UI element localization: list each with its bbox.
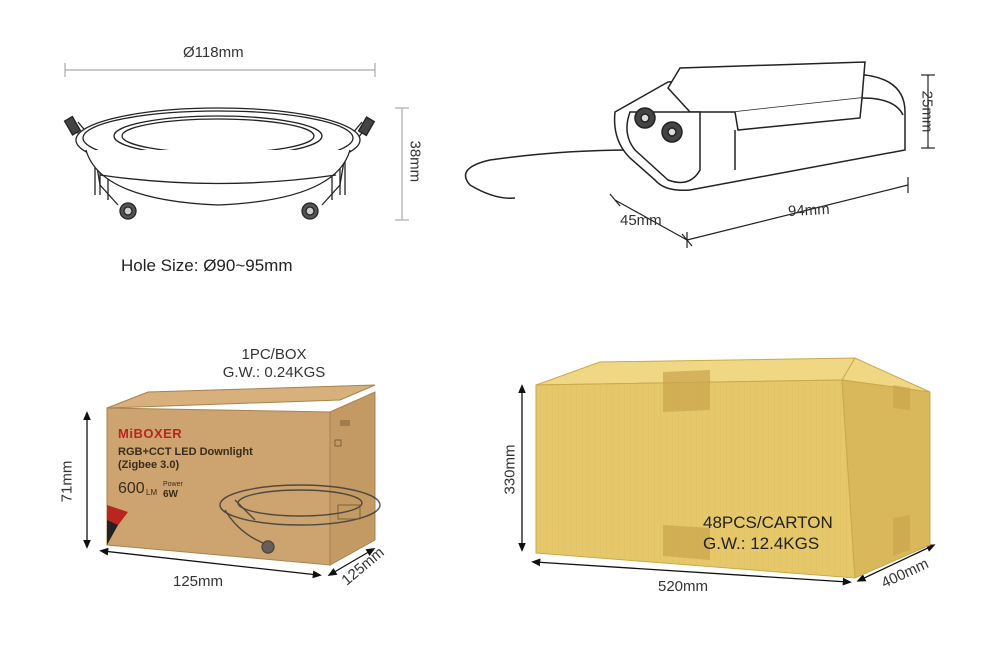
lumen-unit: LM: [146, 488, 158, 497]
driver-length-label: 94mm: [787, 200, 831, 221]
carton-weight-label: G.W.: 12.4KGS: [703, 534, 820, 553]
power-value: 6W: [163, 489, 178, 500]
giftbox-length-dimension: [99, 547, 322, 579]
carton-drawing: [535, 357, 931, 579]
carton-height-label: 330mm: [501, 444, 519, 495]
lumen-value: 600: [118, 480, 145, 497]
carton-length-label: 520mm: [658, 578, 709, 595]
giftbox-drawing: [106, 384, 381, 566]
carton-depth-dimension: [856, 544, 936, 582]
carton-length-dimension: [531, 558, 852, 586]
giftbox-quantity-label: 1PC/BOX: [241, 346, 307, 363]
hole-size-label: Hole Size: Ø90~95mm: [121, 256, 293, 275]
giftbox-depth-dimension: [327, 548, 376, 576]
brand-logo-text: MiBOXER: [118, 426, 183, 441]
driver-width-label: 45mm: [620, 212, 662, 229]
giftbox-length-label: 125mm: [173, 573, 224, 590]
driver-height-dimension: [921, 74, 935, 149]
downlight-drawing: [63, 107, 376, 220]
downlight-height-dimension: [395, 107, 409, 221]
downlight-height-label: 38mm: [406, 140, 424, 183]
giftbox-weight-label: G.W.: 0.24KGS: [222, 364, 326, 381]
downlight-width-dimension: [64, 63, 376, 77]
product-name-line1: RGB+CCT LED Downlight: [118, 446, 253, 458]
carton-quantity-label: 48PCS/CARTON: [703, 513, 833, 532]
driver-drawing: [464, 61, 906, 199]
driver-length-dimension: [686, 177, 909, 248]
giftbox-height-label: 71mm: [58, 460, 76, 503]
power-caption: Power: [163, 481, 183, 488]
driver-height-label: 25mm: [918, 90, 936, 133]
downlight-diameter-label: Ø118mm: [183, 44, 244, 61]
product-name-line2: (Zigbee 3.0): [118, 459, 180, 471]
